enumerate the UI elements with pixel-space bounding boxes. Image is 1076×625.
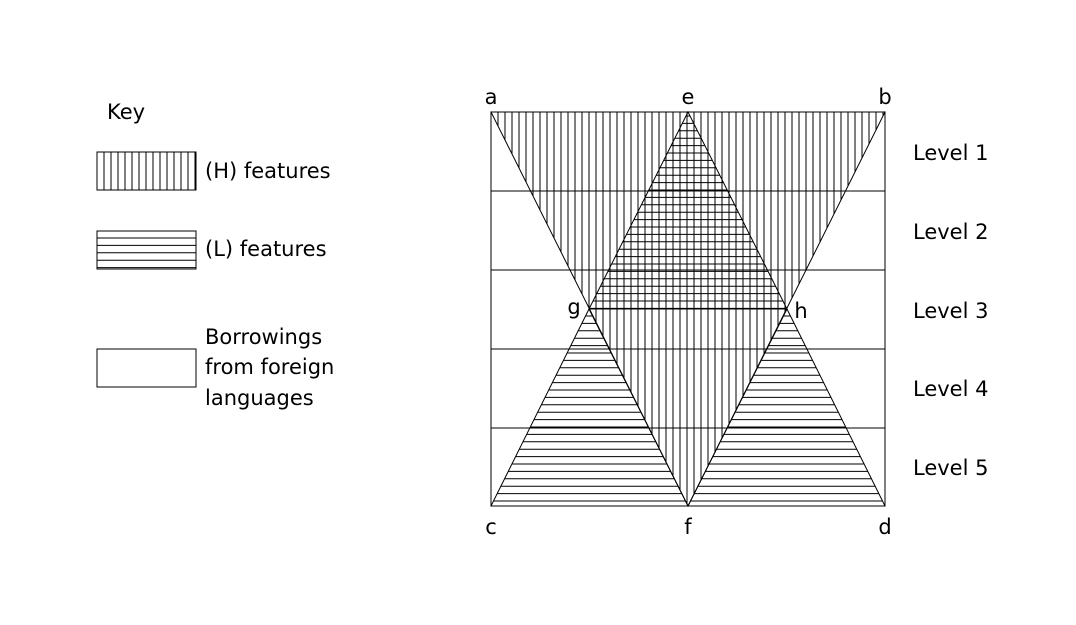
- level-label-3: Level 3: [913, 299, 988, 323]
- lower-right-triangle-outline: [687, 307, 886, 507]
- level-label-2: Level 2: [913, 220, 988, 244]
- legend: Key (H) features (L) features Borrowings…: [96, 100, 334, 410]
- level-label-4: Level 4: [913, 377, 988, 401]
- point-label-e: e: [682, 85, 695, 109]
- point-label-h: h: [794, 299, 807, 323]
- diagram-frame: [490, 110, 886, 508]
- legend-swatch-borrowings: [96, 348, 197, 388]
- legend-label-borrowings-line1: Borrowings: [205, 325, 322, 349]
- point-label-b: b: [878, 85, 891, 109]
- legend-label-borrowings-line3: languages: [205, 386, 314, 410]
- legend-vertical-hatch: [103, 152, 196, 190]
- legend-horizontal-hatch: [97, 237, 196, 269]
- legend-label-borrowings-line2: from foreign: [205, 355, 334, 379]
- lower-left-triangle-outline: [490, 307, 689, 507]
- level-label-5: Level 5: [913, 456, 988, 480]
- level-label-1: Level 1: [913, 141, 988, 165]
- level-labels: Level 1 Level 2 Level 3 Level 4 Level 5: [913, 141, 988, 480]
- upper-triangle-outline: [588, 110, 788, 310]
- point-label-a: a: [485, 85, 498, 109]
- upper-l-features-triangle: [589, 115, 787, 309]
- lower-l-features-triangles: [491, 315, 885, 502]
- point-labels: a e b g h c f d: [485, 85, 892, 539]
- legend-swatch-l-features: [96, 230, 197, 270]
- legend-label-h-features: (H) features: [205, 159, 331, 183]
- point-label-c: c: [485, 515, 497, 539]
- point-label-d: d: [878, 515, 891, 539]
- lower-h-features-triangle: [589, 309, 786, 506]
- point-label-f: f: [684, 515, 692, 539]
- legend-title: Key: [107, 100, 145, 124]
- point-label-g: g: [567, 295, 580, 319]
- legend-label-l-features: (L) features: [205, 237, 327, 261]
